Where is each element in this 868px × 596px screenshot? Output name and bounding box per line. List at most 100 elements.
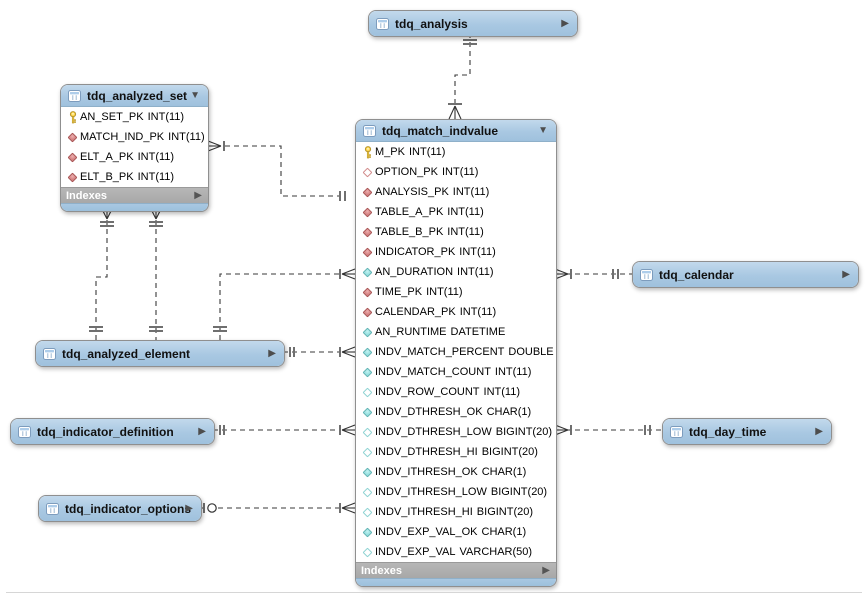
relationship-connector[interactable]	[554, 268, 632, 280]
table-header[interactable]: tdq_indicator_options ▶	[39, 496, 201, 521]
indexes-expand-arrow-icon[interactable]: ▶	[542, 564, 550, 576]
column-name: OPTION_PK	[375, 166, 438, 178]
column-name: M_PK	[375, 146, 405, 158]
expand-arrow-icon[interactable]: ▶	[561, 17, 569, 29]
column-name: INDV_ITHRESH_LOW	[375, 486, 487, 498]
column-name: INDV_DTHRESH_OK	[375, 406, 483, 418]
table-header[interactable]: tdq_analyzed_element ▶	[36, 341, 284, 366]
column-type: VARCHAR(50)	[459, 546, 533, 558]
column-type: CHAR(1)	[481, 526, 527, 538]
table-tdq-day-time[interactable]: tdq_day_time ▶	[662, 418, 832, 445]
relationship-connector[interactable]	[213, 268, 356, 340]
relationship-connector[interactable]	[149, 206, 163, 340]
column-name: INDV_DTHRESH_LOW	[375, 426, 492, 438]
fk-filled-diamond-icon	[65, 152, 80, 162]
crow-foot-icon	[448, 105, 456, 120]
expand-arrow-icon[interactable]: ▶	[268, 347, 276, 359]
table-header[interactable]: tdq_analysis ▶	[369, 11, 577, 36]
primary-key-icon	[360, 145, 375, 159]
column-type: BIGINT(20)	[481, 446, 538, 458]
indexes-section[interactable]: Indexes ▶	[356, 562, 556, 578]
column-type: INT(11)	[426, 286, 463, 298]
column-type: INT(11)	[408, 146, 446, 158]
table-tdq-analyzed-element[interactable]: tdq_analyzed_element ▶	[35, 340, 285, 367]
expand-arrow-icon[interactable]: ▶	[198, 425, 206, 437]
attr-hollow-diamond-icon	[360, 387, 375, 397]
table-header[interactable]: tdq_indicator_definition ▶	[11, 419, 214, 444]
crow-foot-icon	[341, 429, 356, 436]
table-icon	[376, 17, 389, 30]
crow-foot-icon	[341, 346, 356, 353]
table-tdq-analysis[interactable]: tdq_analysis ▶	[368, 10, 578, 37]
column-name: INDV_MATCH_PERCENT	[375, 346, 505, 358]
collapse-arrow-icon[interactable]: ▼	[190, 89, 200, 101]
table-title: tdq_day_time	[689, 424, 767, 439]
crow-foot-icon	[341, 424, 356, 431]
primary-key-icon	[65, 110, 80, 124]
table-header[interactable]: tdq_calendar ▶	[633, 262, 858, 287]
collapse-arrow-icon[interactable]: ▼	[538, 124, 548, 136]
table-title: tdq_analyzed_element	[62, 346, 191, 361]
table-footer	[356, 578, 556, 586]
relationship-connector[interactable]	[554, 424, 662, 436]
column-type: INT(11)	[147, 111, 185, 123]
crow-foot-icon	[207, 140, 222, 147]
column-type: INT(11)	[452, 186, 490, 198]
expand-arrow-icon[interactable]: ▶	[815, 425, 823, 437]
relationship-connector[interactable]	[213, 424, 356, 436]
attr-filled-diamond-icon	[360, 347, 375, 357]
table-icon	[18, 425, 31, 438]
column-type: CHAR(1)	[486, 406, 532, 418]
relationship-connector[interactable]	[89, 206, 114, 340]
expand-arrow-icon[interactable]: ▶	[185, 502, 193, 514]
table-tdq-indicator-options[interactable]: tdq_indicator_options ▶	[38, 495, 202, 522]
relationship-connector[interactable]	[448, 33, 477, 120]
fk-filled-diamond-icon	[360, 247, 375, 257]
table-header[interactable]: tdq_match_indvalue ▼	[356, 120, 556, 142]
relationship-connector[interactable]	[207, 140, 346, 201]
column-name: INDV_MATCH_COUNT	[375, 366, 491, 378]
indexes-section[interactable]: Indexes ▶	[61, 187, 208, 203]
table-tdq-calendar[interactable]: tdq_calendar ▶	[632, 261, 859, 288]
table-tdq-indicator-definition[interactable]: tdq_indicator_definition ▶	[10, 418, 215, 445]
expand-arrow-icon[interactable]: ▶	[842, 268, 850, 280]
column-name: ELT_B_PK	[80, 171, 134, 183]
indexes-expand-arrow-icon[interactable]: ▶	[194, 189, 202, 201]
fk-filled-diamond-icon	[65, 132, 80, 142]
column-type: INT(11)	[137, 151, 175, 163]
table-header[interactable]: tdq_analyzed_set ▼	[61, 85, 208, 107]
relationship-connector[interactable]	[283, 346, 356, 358]
attr-filled-diamond-icon	[360, 327, 375, 337]
table-header[interactable]: tdq_day_time ▶	[663, 419, 831, 444]
crow-foot-icon	[207, 145, 222, 152]
relationship-connector[interactable]	[200, 502, 356, 514]
